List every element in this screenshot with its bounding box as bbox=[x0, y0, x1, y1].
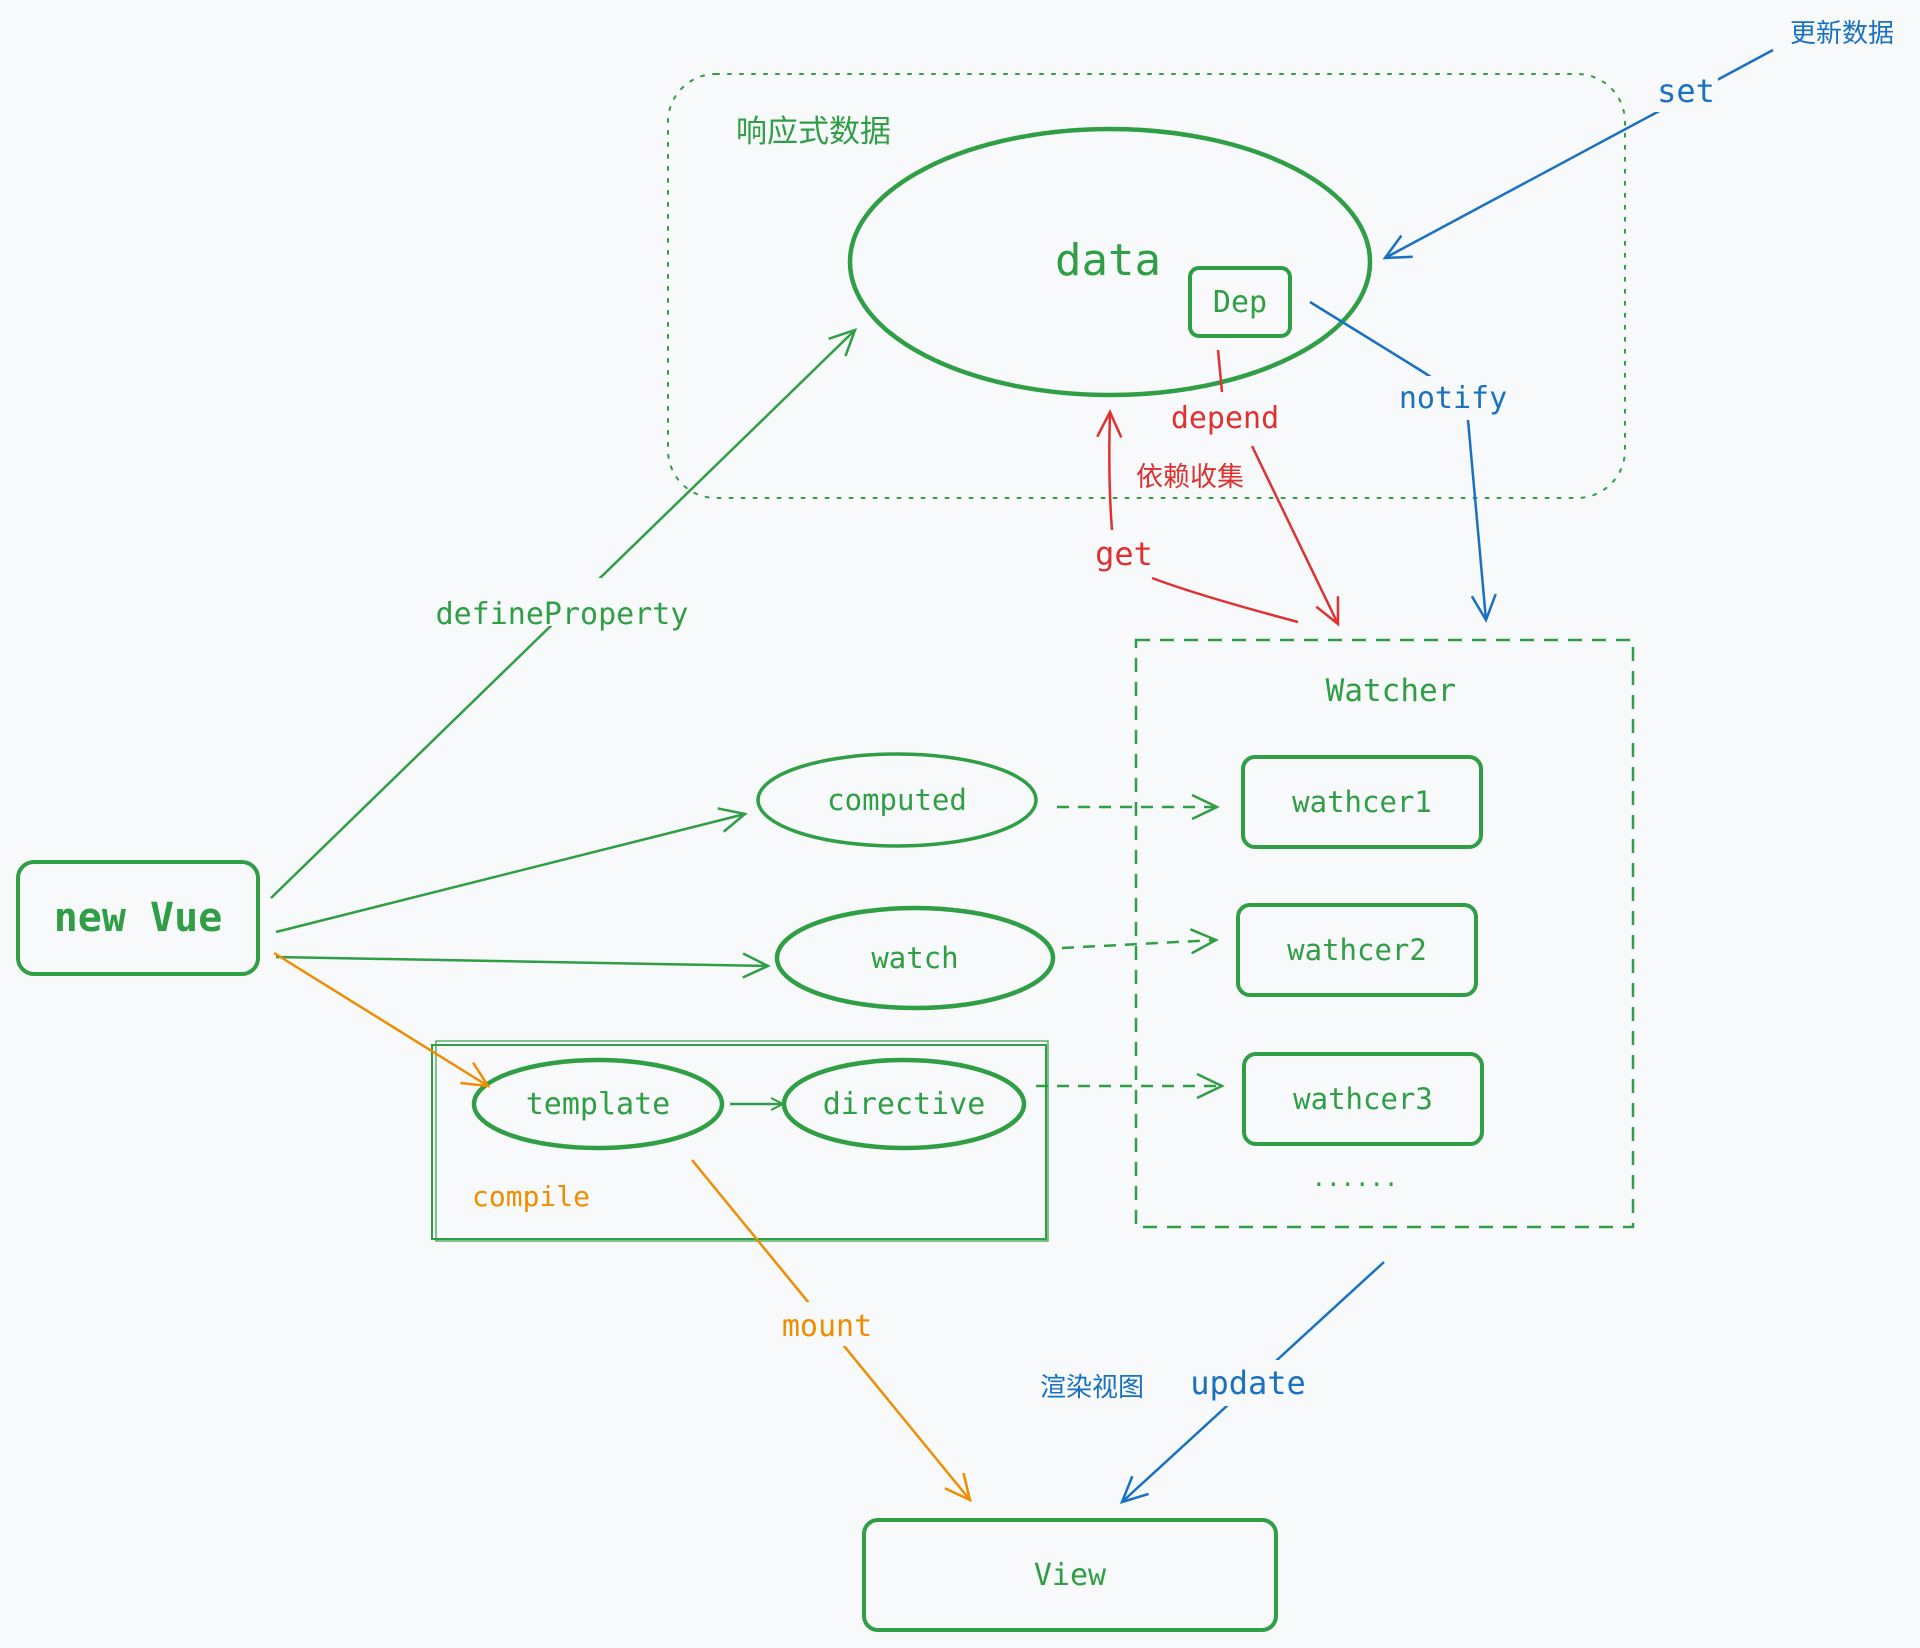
watch-label: watch bbox=[871, 941, 958, 975]
watcher2-label: wathcer2 bbox=[1287, 933, 1427, 967]
watch-to-watcher2-link bbox=[1061, 928, 1219, 955]
watcher1-node[interactable] bbox=[1241, 755, 1483, 849]
watcher-more-label: ...... bbox=[1312, 1164, 1399, 1192]
reactive-data-label: 响应式数据 bbox=[736, 114, 891, 150]
vue-to-computed-arrow bbox=[275, 807, 748, 934]
watcher3-node[interactable] bbox=[1242, 1052, 1484, 1146]
data-label: data bbox=[1055, 235, 1161, 286]
vue-to-watch-arrow bbox=[275, 952, 771, 979]
set-label-bg bbox=[1652, 70, 1718, 112]
new-vue-node[interactable] bbox=[16, 860, 260, 976]
update-data-label: 更新数据 bbox=[1790, 19, 1894, 49]
watcher2-node[interactable] bbox=[1236, 903, 1478, 997]
reactive-data-region bbox=[667, 73, 1626, 499]
depend-label: depend bbox=[1171, 401, 1279, 436]
new-vue-label: new Vue bbox=[54, 895, 223, 941]
get-label: get bbox=[1095, 535, 1153, 573]
notify-arrow bbox=[1309, 300, 1497, 623]
computed-node[interactable] bbox=[756, 752, 1038, 848]
update-label-bg bbox=[1182, 1360, 1314, 1406]
directive-label: directive bbox=[823, 1087, 986, 1122]
notify-label: notify bbox=[1399, 381, 1507, 416]
compile-label: compile bbox=[472, 1180, 590, 1213]
define-property-label-bg bbox=[432, 578, 692, 626]
watcher3-label: wathcer3 bbox=[1293, 1082, 1433, 1116]
depend-arrow bbox=[1216, 349, 1338, 624]
dep-label: Dep bbox=[1213, 285, 1267, 320]
define-property-label: defineProperty bbox=[436, 597, 689, 632]
template-node[interactable] bbox=[471, 1057, 725, 1151]
update-label: update bbox=[1190, 1364, 1306, 1402]
notify-label-bg bbox=[1400, 376, 1506, 420]
mount-label: mount bbox=[782, 1309, 872, 1344]
vue-to-template-arrow bbox=[273, 951, 491, 1088]
directive-node[interactable] bbox=[781, 1057, 1027, 1151]
template-label: template bbox=[526, 1087, 671, 1122]
compile-region bbox=[431, 1044, 1047, 1240]
set-label: set bbox=[1657, 72, 1715, 110]
watcher-region-label: Watcher bbox=[1326, 673, 1457, 709]
watcher-region bbox=[1134, 638, 1635, 1229]
view-node[interactable] bbox=[862, 1518, 1278, 1632]
mount-label-bg bbox=[772, 1302, 882, 1346]
dep-node[interactable] bbox=[1188, 266, 1292, 338]
collect-label: 依赖收集 bbox=[1136, 462, 1244, 493]
view-label: View bbox=[1034, 1558, 1107, 1593]
watch-node[interactable] bbox=[774, 905, 1056, 1011]
computed-label: computed bbox=[827, 783, 967, 817]
watcher1-label: wathcer1 bbox=[1292, 785, 1432, 819]
get-arrow bbox=[1109, 412, 1299, 624]
render-view-label: 渲染视图 bbox=[1040, 1373, 1144, 1403]
